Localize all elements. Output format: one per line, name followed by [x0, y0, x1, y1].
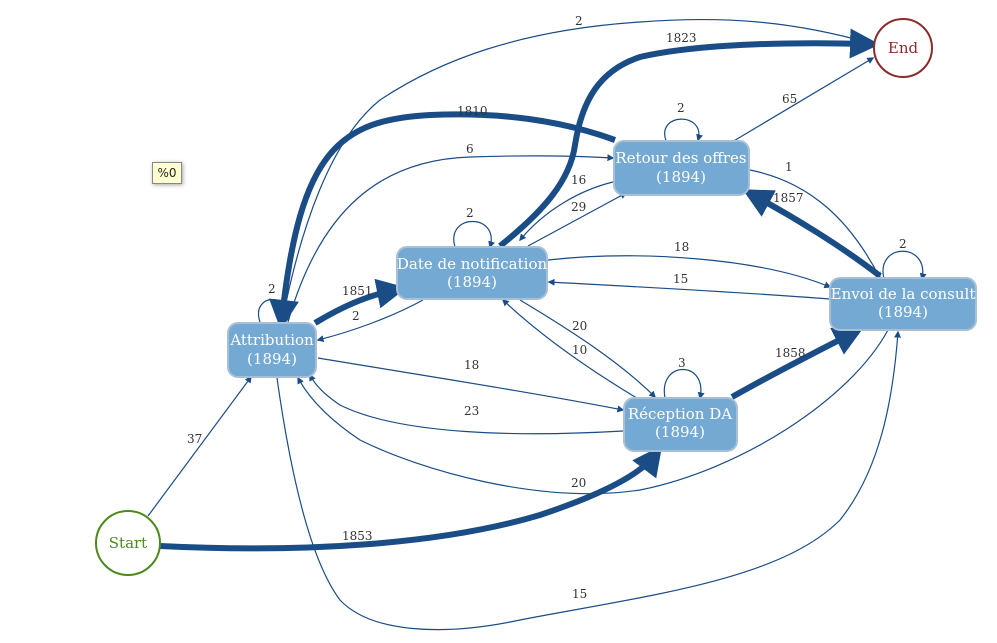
edge-label-envoi-datenotif: 15 [673, 272, 688, 286]
edge-datenotif-end[interactable] [498, 28, 880, 249]
edge-attribution-reception[interactable] [317, 357, 625, 413]
nodes-layer: End Start Retour des offres (1894) Date … [95, 18, 977, 576]
edge-label-envoi-attribution: 20 [571, 476, 586, 490]
edge-attribution-envoi[interactable] [276, 330, 902, 631]
edge-label-reception-envoi: 1858 [775, 346, 806, 360]
edge-label-datenotif-self: 2 [466, 206, 474, 220]
edge-label-retour-datenotif: 16 [571, 173, 586, 187]
node-end[interactable]: End [873, 18, 933, 78]
edge-label-retour-attribution: 1810 [457, 104, 488, 118]
edge-label-attribution-datenotif: 1851 [342, 284, 373, 298]
edge-label-retour-envoi: 1 [785, 160, 793, 174]
edge-attribution-self[interactable] [257, 299, 291, 324]
node-attribution[interactable]: Attribution (1894) [227, 322, 317, 378]
edge-label-datenotif-retour: 29 [571, 200, 586, 214]
edge-retour-attribution[interactable] [269, 111, 617, 330]
edge-envoi-attribution[interactable] [297, 329, 889, 495]
node-datenotif-name: Date de notification [397, 255, 548, 273]
edge-label-datenotif-envoi: 18 [674, 240, 689, 254]
node-envoi-name: Envoi de la consult [831, 285, 976, 303]
edge-datenotif-retour[interactable] [527, 192, 628, 247]
edge-datenotif-reception[interactable] [519, 299, 656, 398]
node-retour-count: (1894) [656, 168, 706, 186]
edge-reception-envoi[interactable] [730, 327, 864, 400]
edge-retour-self[interactable] [664, 118, 703, 142]
edge-start-attribution[interactable] [147, 375, 252, 517]
node-end-label: End [888, 39, 919, 57]
edge-label-attribution-end: 2 [575, 14, 583, 28]
edge-attribution-retour[interactable] [287, 154, 615, 323]
node-reception-count: (1894) [655, 423, 705, 441]
edge-label-reception-datenotif: 10 [572, 343, 587, 357]
edge-retour-envoi[interactable] [749, 169, 881, 280]
edge-label-retour-end: 65 [782, 92, 797, 106]
edge-label-datenotif-reception: 20 [572, 319, 587, 333]
edge-datenotif-attribution[interactable] [316, 299, 424, 343]
edge-label-start-attribution: 37 [187, 432, 202, 446]
edge-label-reception-attribution: 23 [464, 404, 479, 418]
node-attribution-name: Attribution [229, 331, 314, 349]
edge-label-datenotif-attribution: 2 [352, 309, 360, 323]
edge-attribution-datenotif[interactable] [313, 278, 407, 326]
node-retour-name: Retour des offres [615, 149, 746, 167]
edge-label-attribution-reception: 18 [464, 358, 479, 372]
edges-layer: 2 1823 1810 2 65 6 16 29 1 [147, 14, 927, 631]
node-retour-des-offres[interactable]: Retour des offres (1894) [613, 140, 750, 196]
node-reception-name: Réception DA [628, 405, 732, 423]
zoom-badge[interactable]: %0 [152, 162, 182, 184]
edge-label-attribution-envoi: 15 [572, 587, 587, 601]
edge-envoi-datenotif[interactable] [547, 278, 830, 300]
edge-reception-self[interactable] [663, 368, 705, 400]
node-date-de-notification[interactable]: Date de notification (1894) [396, 246, 548, 300]
edge-label-attribution-retour: 6 [466, 142, 474, 156]
node-attribution-count: (1894) [247, 350, 297, 368]
node-envoi-de-la-consult[interactable]: Envoi de la consult (1894) [829, 277, 977, 331]
edge-reception-datenotif[interactable] [501, 299, 641, 401]
node-datenotif-count: (1894) [447, 273, 497, 291]
edge-label-envoi-self: 2 [899, 237, 907, 251]
node-reception-da[interactable]: Réception DA (1894) [623, 397, 738, 452]
node-start-label: Start [109, 534, 147, 552]
edge-label-datenotif-end: 1823 [666, 31, 697, 45]
edge-label-retour-self: 2 [677, 101, 685, 115]
edge-start-reception[interactable] [159, 445, 663, 552]
edge-label-reception-self: 3 [678, 356, 686, 370]
edge-label-attribution-self: 2 [268, 282, 276, 296]
edge-retour-datenotif[interactable] [519, 181, 614, 242]
edge-datenotif-envoi[interactable] [547, 255, 832, 289]
edge-label-envoi-retour: 1857 [773, 191, 804, 205]
node-envoi-count: (1894) [878, 303, 928, 321]
edge-datenotif-self[interactable] [453, 220, 495, 249]
edge-attribution-end[interactable] [281, 18, 875, 323]
edge-reception-attribution[interactable] [309, 373, 624, 435]
edge-envoi-self[interactable] [882, 250, 927, 281]
edge-label-start-reception: 1853 [342, 529, 373, 543]
edge-envoi-retour[interactable] [742, 189, 882, 279]
node-start[interactable]: Start [95, 510, 161, 576]
edge-retour-end[interactable] [731, 57, 875, 143]
